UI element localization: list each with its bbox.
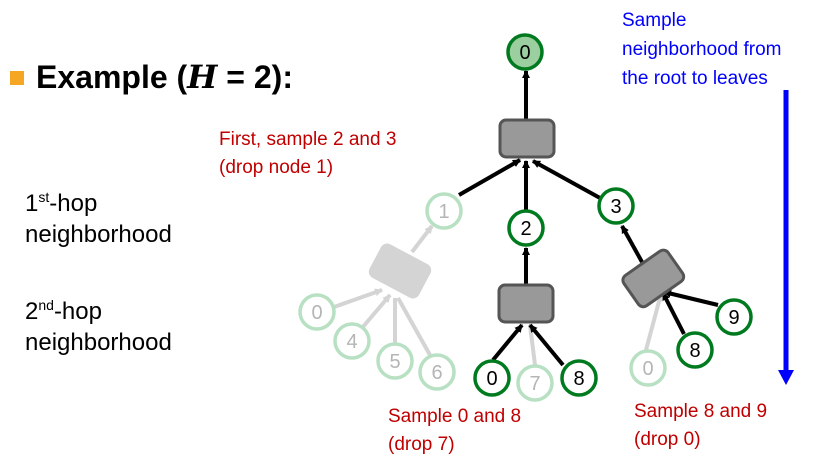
- title-var: H: [187, 58, 218, 96]
- note-line: the root to leaves: [622, 68, 768, 89]
- hop-sup: nd: [38, 297, 54, 313]
- first-hop-label: 1st-hop neighborhood: [25, 182, 172, 250]
- hop-num: 1: [25, 190, 39, 217]
- node: [560, 359, 598, 397]
- aggregator-box: [621, 248, 686, 309]
- node-label: 3: [610, 196, 621, 218]
- edge-faded: [644, 293, 664, 351]
- first-sample-note: First, sample 2 and 3 (drop node 1): [219, 126, 396, 182]
- note-line: Sample 0 and 8: [388, 406, 522, 427]
- edge: [620, 225, 644, 263]
- edge-faded: [333, 288, 383, 309]
- hop-num: 2: [25, 298, 39, 325]
- note-line: neighborhood from: [622, 39, 782, 60]
- right-sample-note: Sample 8 and 9 (drop 0): [634, 398, 767, 454]
- second-hop-label: 2nd-hop neighborhood: [25, 290, 172, 358]
- node: [715, 298, 753, 336]
- edge: [528, 323, 565, 367]
- node-label: 2: [520, 218, 531, 240]
- node-faded: [376, 342, 414, 380]
- node-faded: [333, 322, 371, 360]
- node-faded: [418, 353, 456, 391]
- note-line: Sample 8 and 9: [634, 401, 768, 422]
- node-label: 7: [529, 373, 540, 395]
- node-label: 1: [438, 201, 449, 223]
- edge-faded: [410, 224, 434, 254]
- node: [597, 187, 635, 225]
- slide-title: Example (H = 2):: [36, 58, 293, 96]
- title-prefix: Example (: [36, 59, 188, 95]
- note-line: (drop node 1): [219, 157, 334, 178]
- aggregator-box-faded: [368, 243, 432, 299]
- node-faded: [298, 293, 336, 331]
- arrow-head-icon: [778, 370, 794, 385]
- node-faded: [425, 192, 463, 230]
- node-label: 0: [311, 302, 322, 324]
- note-line: First, sample 2 and 3: [219, 129, 397, 150]
- node-label: 5: [389, 351, 400, 373]
- aggregator-box: [497, 283, 555, 324]
- hop-sup: st: [38, 189, 50, 205]
- hop-line2: neighborhood: [25, 329, 172, 356]
- node-faded: [516, 364, 554, 402]
- node: [473, 359, 511, 397]
- node-faded: [629, 349, 667, 387]
- node-label: 6: [431, 362, 442, 384]
- title-suffix: = 2):: [217, 59, 293, 95]
- edge: [661, 292, 686, 335]
- edge: [663, 289, 719, 307]
- node-label: 4: [346, 331, 357, 353]
- note-line: Sample: [622, 10, 687, 31]
- node: [676, 331, 714, 369]
- node-label: 0: [486, 368, 497, 390]
- note-line: (drop 0): [634, 429, 701, 450]
- node-label: 8: [689, 340, 700, 362]
- edge: [458, 158, 521, 197]
- edge-faded: [396, 297, 432, 356]
- note-line: (drop 7): [388, 434, 455, 455]
- bullet-icon: [10, 71, 24, 85]
- node-label: 8: [573, 368, 584, 390]
- edge-faded: [360, 293, 392, 330]
- node: [507, 209, 545, 247]
- hop-line1: -hop: [49, 190, 98, 217]
- node-label: 0: [642, 358, 653, 380]
- root-node: [506, 33, 544, 71]
- hop-line2: neighborhood: [25, 221, 172, 248]
- aggregator-box: [498, 118, 556, 159]
- middle-sample-note: Sample 0 and 8 (drop 7): [388, 403, 521, 459]
- direction-note: Sample neighborhood from the root to leave…: [622, 6, 782, 93]
- edge: [491, 323, 524, 362]
- node-label: 9: [728, 307, 739, 329]
- hop-line1: -hop: [53, 298, 102, 325]
- edge: [532, 159, 601, 200]
- node-label: 0: [519, 42, 530, 64]
